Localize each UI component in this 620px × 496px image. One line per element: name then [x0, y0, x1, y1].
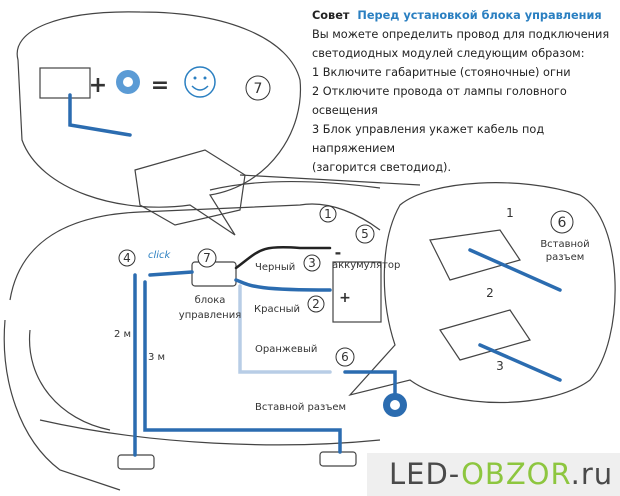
length-3m-label: 3 м [148, 352, 165, 363]
tip-step-2: 2 Отключите провода от лампы головного [312, 85, 567, 98]
inset-step-3: 3 [496, 359, 504, 373]
connector-inset-label-1: Вставной [540, 239, 589, 250]
smiley-icon [184, 66, 216, 98]
battery-minus: - [335, 243, 342, 262]
car-hood-outline [9, 203, 381, 301]
light-switch-inset [39, 67, 91, 99]
control-unit-label-2: управления [179, 310, 241, 321]
connector-inset-label-2: разъем [546, 252, 585, 263]
windshield-wiper [209, 180, 381, 191]
tip-box: Совет Перед установкой блока управления В… [312, 6, 618, 177]
led-module-right [319, 451, 357, 467]
control-unit [191, 261, 237, 287]
tip-line: светодиодных модулей следующим образом: [312, 47, 585, 60]
click-label: click [148, 250, 172, 261]
inset-step-2: 2 [486, 286, 494, 300]
connector-label: Вставной разъем [255, 402, 346, 413]
tip-step-1: 1 Включите габаритные (стояночные) огни [312, 66, 571, 79]
callout-7: 7 [203, 251, 211, 265]
tip-title: Перед установкой блока управления [357, 9, 602, 22]
red-wire-label: Красный [254, 304, 300, 315]
black-wire-label: Черный [255, 262, 295, 273]
orange-wire-label: Оранжевый [255, 344, 317, 355]
connector-inset-bubble [348, 182, 616, 403]
battery-plus: + [339, 290, 351, 306]
callout-1: 1 [324, 207, 332, 221]
watermark-logo: LED-OBZOR.ru [367, 453, 620, 496]
equals-sign: = [151, 73, 169, 98]
control-unit-label-1: блока [195, 295, 226, 306]
callout-6: 6 [341, 350, 349, 364]
tip-step-2-cont: освещения [312, 104, 378, 117]
wire-3m [143, 280, 342, 454]
tip-step-3-cont: (загорится светодиод). [312, 161, 452, 174]
tip-heading: Совет [312, 9, 350, 22]
car-bumper-line [39, 419, 381, 446]
callout-5: 5 [361, 227, 369, 241]
length-2m-label: 2 м [114, 329, 131, 340]
inset-step-1: 1 [506, 206, 514, 220]
callout-4: 4 [123, 251, 131, 265]
callout-6-inset: 6 [558, 215, 567, 231]
wire-orange [238, 284, 332, 374]
tip-step-3: 3 Блок управления укажет кабель под напр… [312, 123, 545, 155]
control-unit-inset [134, 149, 246, 226]
led-module-left [117, 454, 155, 470]
tip-line: Вы можете определить провод для подключе… [312, 28, 610, 41]
wire-red [234, 278, 332, 292]
battery [332, 261, 382, 323]
callout-7-inset: 7 [254, 81, 263, 97]
inset-bubble [16, 11, 302, 236]
plus-sign: + [89, 73, 107, 98]
car-left-fender [3, 319, 121, 491]
callout-2: 2 [312, 297, 320, 311]
battery-label: аккумулятор [332, 260, 400, 271]
callout-3: 3 [308, 256, 316, 270]
wire-black [234, 245, 332, 270]
